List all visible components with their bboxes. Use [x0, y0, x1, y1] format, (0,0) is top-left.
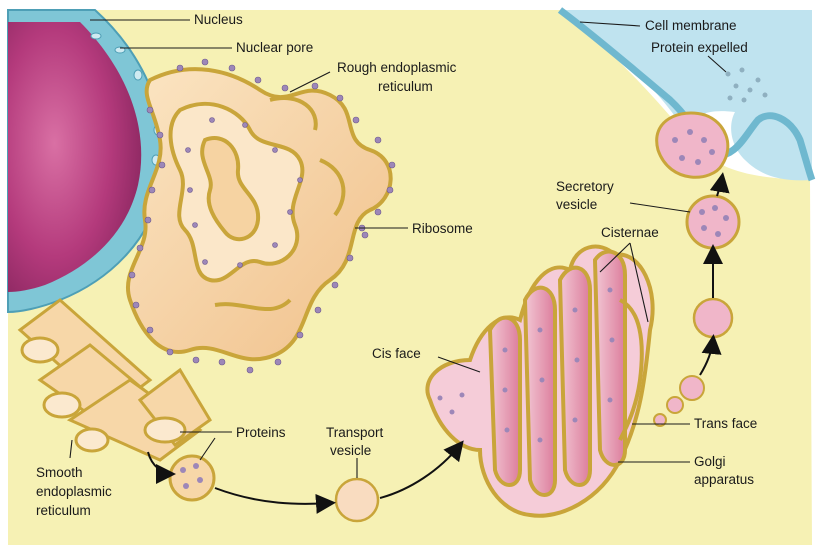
label-trans-face: Trans face: [694, 416, 757, 431]
label-smooth-er-line3: reticulum: [36, 503, 91, 518]
pink-vesicle: [694, 299, 732, 337]
label-ribosome: Ribosome: [412, 221, 473, 236]
label-transport-line1: Transport: [326, 425, 384, 440]
label-golgi-line2: apparatus: [694, 472, 754, 487]
label-secretory-line2: vesicle: [556, 197, 597, 212]
label-protein-expelled: Protein expelled: [651, 40, 748, 55]
label-nuclear-pore: Nuclear pore: [236, 40, 313, 55]
transport-vesicle: [336, 479, 378, 521]
label-cell-membrane: Cell membrane: [645, 18, 737, 33]
label-cisternae: Cisternae: [601, 225, 659, 240]
label-smooth-er-line1: Smooth: [36, 465, 83, 480]
label-smooth-er-line2: endoplasmic: [36, 484, 112, 499]
label-golgi-line1: Golgi: [694, 454, 726, 469]
secretory-vesicle: [687, 196, 739, 248]
label-rough-er-line1: Rough endoplasmic: [337, 60, 457, 75]
protein-vesicle: [170, 456, 214, 500]
label-rough-er-line2: reticulum: [378, 79, 433, 94]
label-proteins: Proteins: [236, 425, 286, 440]
exocytosis-vesicle: [657, 113, 728, 177]
label-nucleus: Nucleus: [194, 12, 243, 27]
label-secretory-line1: Secretory: [556, 179, 614, 194]
label-transport-line2: vesicle: [330, 443, 371, 458]
label-cis-face: Cis face: [372, 346, 421, 361]
